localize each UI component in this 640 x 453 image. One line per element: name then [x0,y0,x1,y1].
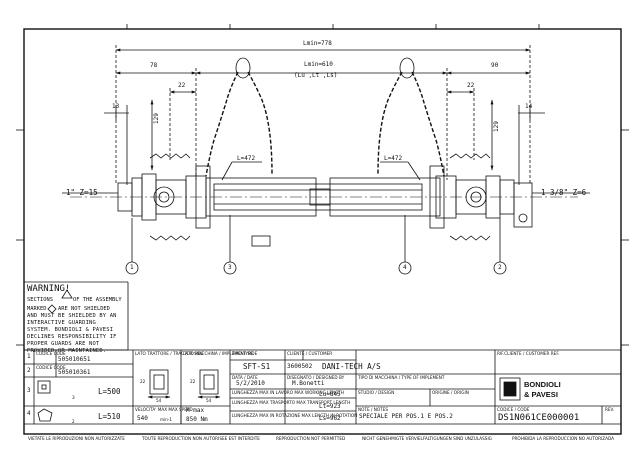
footer-de: NICHT GENEHMIGTE VERVIELFALTIGUNGEN SIND… [362,436,492,441]
customer-label: CLIENTE / CUSTOMER [287,351,333,356]
row-4-dim-2: 2 [72,419,75,424]
dim-left-13: 13 [112,103,120,110]
implement-type-label: TIPO DI MACCHINA / TYPE OF IMPLEMENT [358,375,445,380]
notes-value: SPECIALE PER POS.1 E POS.2 [359,413,453,420]
tractor-dim-22: 22 [140,379,146,384]
lu-label: LUNGHEZZA MAX IN LAVORO MAX WORKING LENG… [232,390,344,395]
warning-text-c: MARKED [27,306,47,312]
footer-fr: TOUTE REPRODUCTION NON AUTORISEE EST INT… [142,436,260,441]
row-2-label: CODICE CODE [36,365,66,370]
dim-left-dia: 129 [153,113,160,124]
brand-name-2: & PAVESI [524,390,558,399]
warning-body: AND MUST BE SHIELDED BY AN INTERACTIVE G… [27,313,117,354]
lt-label: LUNGHEZZA MAX TRASPORTO MAX TRANSPORT LE… [232,400,351,405]
dim-left-22: 22 [178,82,186,89]
notes-label: NOTE / NOTES [358,407,388,412]
row-1-label: CODICE CODE [36,351,66,356]
warning-title: WARNING! [27,284,71,294]
implement-dim-22: 22 [190,379,196,384]
balloon-4: 4 [403,264,407,271]
torque-value: 850 Nm [186,416,208,423]
torque-label: M max [186,407,205,414]
warning-text-d: ARE NOT SHIELDED [58,306,110,312]
lt-value: Lt=923 [319,403,341,410]
row-1-code: 505010651 [58,356,91,363]
dim-right-offset: 90 [491,62,499,69]
footer-en: REPRODUCTION NOT PERMITTED [276,436,346,441]
row-4-num: 4 [27,410,31,417]
tractor-dim-54: 54 [156,398,162,403]
dim-lmin-sub: (Lu ,Lt ,Ls) [294,72,338,79]
customer-ref-label: RIF.CLIENTE / CUSTOMER REF. [497,351,560,356]
dim-lmin-total: Lmin=778 [303,40,332,47]
implement-dim-54: 54 [206,398,212,403]
date-label: DATA / DATE [232,375,258,380]
date-value: 5/2/2010 [236,380,265,387]
design-label: STUDIO / DESIGN [358,390,395,395]
footer-es: PROHIBIDA LA REPRODUCCION NO AUTORIZADA [512,436,615,441]
balloon-3: 3 [228,264,232,271]
footer-it: VIETATE LE RIPRODUZIONI NON AUTORIZZATE [28,436,125,441]
ls-value: Ls=962 [319,415,341,422]
balloon-2: 2 [498,264,502,271]
origin-label: ORIGINE / ORIGIN [432,390,469,395]
drawing-code: DS1N061CE000001 [498,413,580,423]
guard-length-left: L=472 [237,155,256,162]
ls-label: LUNGHEZZA MAX IN ROTAZIONE MAX LENGTH IN… [232,413,358,418]
row-3-num: 3 [27,387,31,394]
dim-right-22: 22 [467,82,475,89]
type-value: SFT-S1 [243,362,271,371]
brand-name-1: BONDIOLI [524,380,561,389]
row-1-num: 1 [27,353,31,360]
customer-code: 3600502 [287,363,313,370]
speed-value: 540 [137,415,148,422]
dim-right-dia: 129 [493,121,500,132]
lato-trattore-label: LATO TRATTORE / TRACTOR SIDE [135,351,204,356]
row-2-num: 2 [27,367,31,374]
lu-value: Lu=845 [319,391,341,398]
warning-text-b: OF THE ASSEMBLY [73,297,122,303]
designed-by-label: DISEGNATO / DESIGNED BY [287,375,345,380]
dim-right-14: 14 [525,103,533,110]
dim-left-offset: 78 [150,62,158,69]
row-3-dim-3: 3 [72,395,75,400]
dim-lmin-tube: Lmin=610 [304,61,333,68]
type-label: TIPO-TYPE [232,351,254,356]
speed-unit: min-1 [160,417,173,422]
spline-left: 1" Z=15 [66,188,98,197]
row-2-code: 505010361 [58,369,91,376]
outer-frame [23,28,622,435]
row-3-length: L=500 [98,387,121,396]
code-label: CODICE / CODE [497,407,530,412]
row-4-length: L=510 [98,412,121,421]
lato-macchina-label: LATO MACCHINA / IMPLEMENT SIDE [183,351,258,356]
speed-label: VELOCITA' MAX MAX SPEED [135,407,193,412]
guard-length-right: L=472 [384,155,403,162]
spline-right: 1 3/8" Z=6 [541,188,587,197]
revision-label: REV. [605,407,615,412]
balloon-1: 1 [130,264,134,271]
designed-by-value: M.Bonetti [292,380,325,387]
warning-text-a: SECTIONS [27,297,53,303]
customer-name: DANI-TECH A/S [322,362,381,371]
